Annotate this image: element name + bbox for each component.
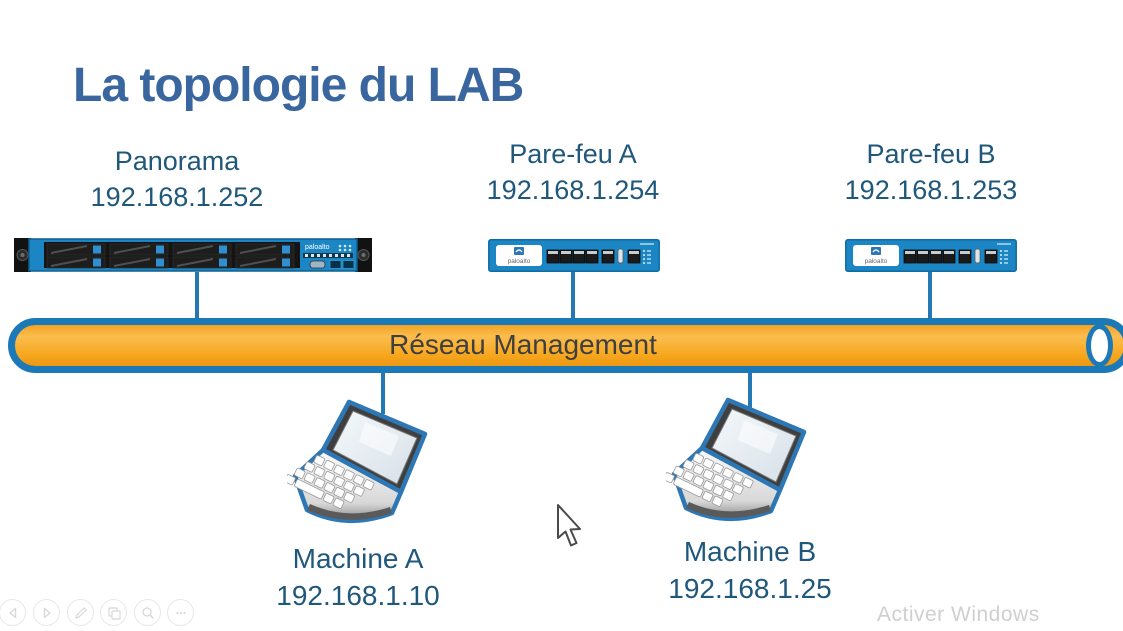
connector-machine-a	[381, 370, 385, 414]
machine-a-name: Machine A	[292, 543, 424, 574]
machine-a-laptop-image	[284, 398, 437, 535]
keyboard-keys	[663, 453, 754, 507]
next-slide-button[interactable]	[33, 599, 60, 626]
panorama-name: Panorama	[114, 146, 240, 176]
panorama-ip: 192.168.1.252	[90, 182, 264, 212]
keyboard-keys	[284, 455, 375, 509]
more-options-icon	[175, 611, 186, 614]
machine-b-ip: 192.168.1.25	[668, 573, 832, 604]
machine-b-label: Machine B 192.168.1.25	[630, 533, 870, 607]
brand-text: paloalto	[865, 258, 888, 265]
next-slide-arrow-icon	[43, 607, 51, 618]
panorama-appliance-image: paloalto	[14, 236, 372, 279]
machine-a-ip: 192.168.1.10	[276, 580, 440, 611]
vga-port	[309, 260, 326, 269]
machine-a-label: Machine A 192.168.1.10	[238, 540, 478, 614]
firewall-a-name: Pare-feu A	[509, 139, 637, 169]
previous-slide-button[interactable]	[0, 599, 26, 626]
all-slides-button[interactable]	[100, 599, 127, 626]
ethernet-ports	[903, 249, 998, 264]
firewall-b-appliance-image: paloalto	[845, 239, 1017, 277]
firewall-a-ip: 192.168.1.254	[486, 175, 660, 205]
presenter-toolbar	[0, 599, 210, 629]
bus-pipe-end-cap	[1086, 324, 1113, 367]
ethernet-ports	[546, 249, 641, 264]
usb-port	[617, 248, 624, 264]
drive-bays	[46, 243, 295, 269]
bus-label: Réseau Management	[389, 329, 657, 360]
pen-tools-button[interactable]	[67, 599, 94, 626]
machine-b-name: Machine B	[683, 536, 817, 567]
firewall-b-label: Pare-feu B 192.168.1.253	[811, 136, 1051, 208]
paloalto-logo-icon	[514, 247, 524, 255]
sfp-port	[329, 260, 342, 269]
connector-firewall-a	[571, 270, 575, 320]
led-legend	[999, 249, 1008, 265]
page-title: La topologie du LAB	[73, 59, 524, 112]
all-slides-icon	[107, 606, 121, 620]
connector-panorama	[195, 272, 199, 320]
mouse-cursor-icon	[552, 502, 588, 557]
zoom-icon	[141, 606, 154, 619]
firewall-a-label: Pare-feu A 192.168.1.254	[453, 136, 693, 208]
firewall-b-ip: 192.168.1.253	[844, 175, 1018, 205]
brand-text: paloalto	[305, 244, 330, 251]
machine-b-laptop-image	[663, 396, 816, 533]
previous-slide-arrow-icon	[8, 607, 16, 618]
management-network-bus	[8, 318, 1123, 373]
paloalto-logo-icon	[871, 247, 881, 255]
zoom-slide-button[interactable]	[134, 599, 161, 626]
panorama-label: Panorama 192.168.1.252	[57, 143, 297, 215]
connector-firewall-b	[928, 270, 932, 320]
server-front-panel: paloalto	[303, 244, 355, 269]
firewall-b-name: Pare-feu B	[866, 139, 996, 169]
firewall-a-appliance-image: paloalto	[488, 239, 660, 277]
connector-machine-b	[748, 370, 752, 412]
brand-text: paloalto	[508, 258, 531, 265]
sfp-port	[342, 260, 355, 269]
led-legend	[642, 249, 651, 265]
more-options-button[interactable]	[167, 599, 194, 626]
pen-icon	[74, 606, 87, 619]
activate-windows-watermark: Activer Windows	[877, 603, 1040, 626]
usb-port	[974, 248, 981, 264]
